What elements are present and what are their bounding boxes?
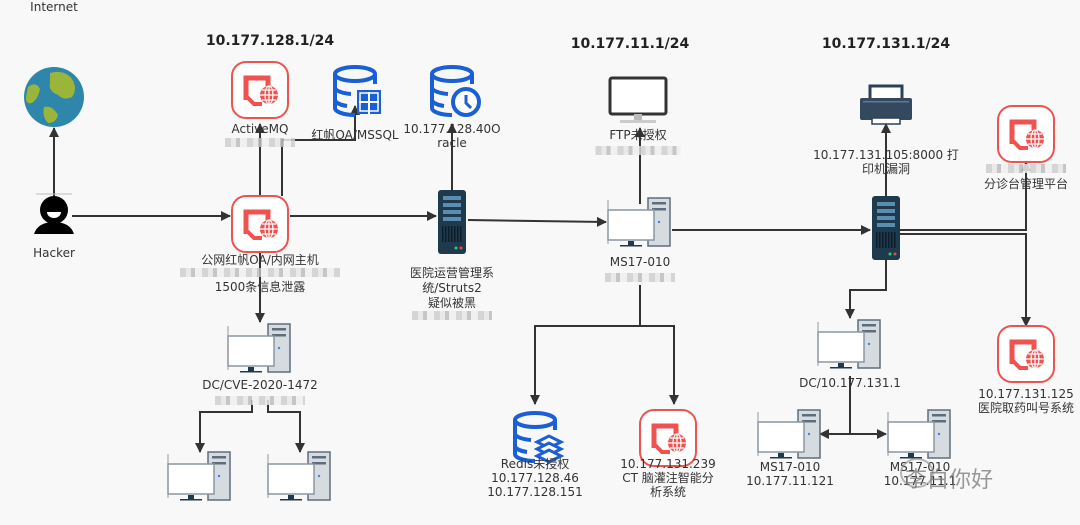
node-label: FTP未授权 xyxy=(609,128,667,142)
node-ms17-a-pc-icon[interactable] xyxy=(757,409,821,459)
node-label: 分诊台管理平台 xyxy=(983,177,1069,191)
node-switch131-server-icon[interactable] xyxy=(872,196,900,260)
redacted-text xyxy=(180,268,340,277)
node-hacker-hacker-icon[interactable] xyxy=(34,193,74,234)
subnet-label-131: 10.177.131.1/24 xyxy=(821,36,951,52)
node-label: 医院取药叫号系统 xyxy=(977,401,1075,415)
node-triage-webapp-icon[interactable] xyxy=(997,105,1055,163)
node-label: 析系统 xyxy=(649,485,687,499)
node-activemq-webapp-icon[interactable] xyxy=(231,61,289,119)
node-printer-printer-icon[interactable] xyxy=(860,84,912,125)
node-oracle-db-clock-icon[interactable] xyxy=(430,65,481,117)
node-label: 红帆OA/MSSQL xyxy=(311,128,399,142)
edge-ms17-main-to-redis xyxy=(530,285,641,405)
edge-ms17-main-to-ct xyxy=(640,325,679,405)
node-struts-server-icon[interactable] xyxy=(438,190,466,254)
edge-dc1-to-pc-b xyxy=(267,400,305,453)
node-label: DC/CVE-2020-1472 xyxy=(202,378,318,392)
redacted-text xyxy=(605,273,675,282)
node-label: 公网红帆OA/内网主机 xyxy=(201,253,319,267)
node-ftp-monitor-icon[interactable] xyxy=(608,76,668,123)
node-pharmacy-webapp-icon[interactable] xyxy=(997,325,1055,383)
subnet-label-128: 10.177.128.1/24 xyxy=(205,33,335,49)
redacted-text xyxy=(215,396,305,405)
subnet-label-11: 10.177.11.1/24 xyxy=(570,36,690,52)
node-label: 10.177.131.105:8000 打 xyxy=(813,148,959,162)
node-ms17-main-pc-icon[interactable] xyxy=(607,197,671,247)
node-label: Internet xyxy=(30,0,78,14)
edge-oa-host-to-mssql xyxy=(281,105,360,196)
node-pc-b-pc-icon[interactable] xyxy=(267,451,331,501)
node-label: DC/10.177.131.1 xyxy=(799,376,901,390)
edge-switch131-to-pharmacy xyxy=(900,233,1031,327)
node-label: 10.177.131.239 xyxy=(620,457,716,471)
redacted-text xyxy=(225,138,295,147)
redacted-text xyxy=(595,146,681,155)
node-label: MS17-010 xyxy=(609,255,671,269)
node-dc2-pc-icon[interactable] xyxy=(817,319,881,369)
node-internet-globe-icon[interactable] xyxy=(24,67,84,127)
node-ms17-b-pc-icon[interactable] xyxy=(887,409,951,459)
edge-switch131-to-triage xyxy=(900,161,1031,231)
edge-switch131-to-dc2 xyxy=(845,260,887,319)
node-label: 1500条信息泄露 xyxy=(214,280,306,294)
node-label: 疑似被黑 xyxy=(427,296,477,310)
node-label: 10.177.128.46 xyxy=(491,471,579,485)
redacted-text xyxy=(986,164,1066,173)
node-label: MS17-010 xyxy=(759,460,821,474)
edge-struts-to-ms17-main xyxy=(467,216,607,227)
node-oa-host-webapp-icon[interactable] xyxy=(231,195,289,253)
node-mssql-db-table-icon[interactable] xyxy=(333,65,381,117)
redacted-text xyxy=(412,311,492,320)
node-label: 10.177.131.125 xyxy=(978,387,1074,401)
node-label: 统/Struts2 xyxy=(422,281,482,295)
node-label: racle xyxy=(437,136,467,150)
node-label: 10.177.11.121 xyxy=(746,474,834,488)
wechat-icon xyxy=(900,458,934,488)
node-label: ActiveMQ xyxy=(231,122,289,136)
node-redis-db-layers-icon[interactable] xyxy=(513,411,565,464)
node-label: Redis未授权 xyxy=(500,457,570,471)
node-ct-webapp-icon[interactable] xyxy=(639,409,697,467)
node-label: CT 脑灌注智能分 xyxy=(622,471,714,485)
node-label: Hacker xyxy=(33,246,75,260)
watermark: 李白你好 xyxy=(905,468,994,493)
node-dc1-pc-icon[interactable] xyxy=(227,323,291,373)
node-label: 医院运营管理系 xyxy=(409,266,495,280)
node-label: 10.177.128.40O xyxy=(403,122,501,136)
node-pc-a-pc-icon[interactable] xyxy=(167,451,231,501)
edge-dc1-to-pc-a xyxy=(195,400,253,453)
node-label: 10.177.128.151 xyxy=(487,485,583,499)
node-label: 印机漏洞 xyxy=(861,162,911,176)
